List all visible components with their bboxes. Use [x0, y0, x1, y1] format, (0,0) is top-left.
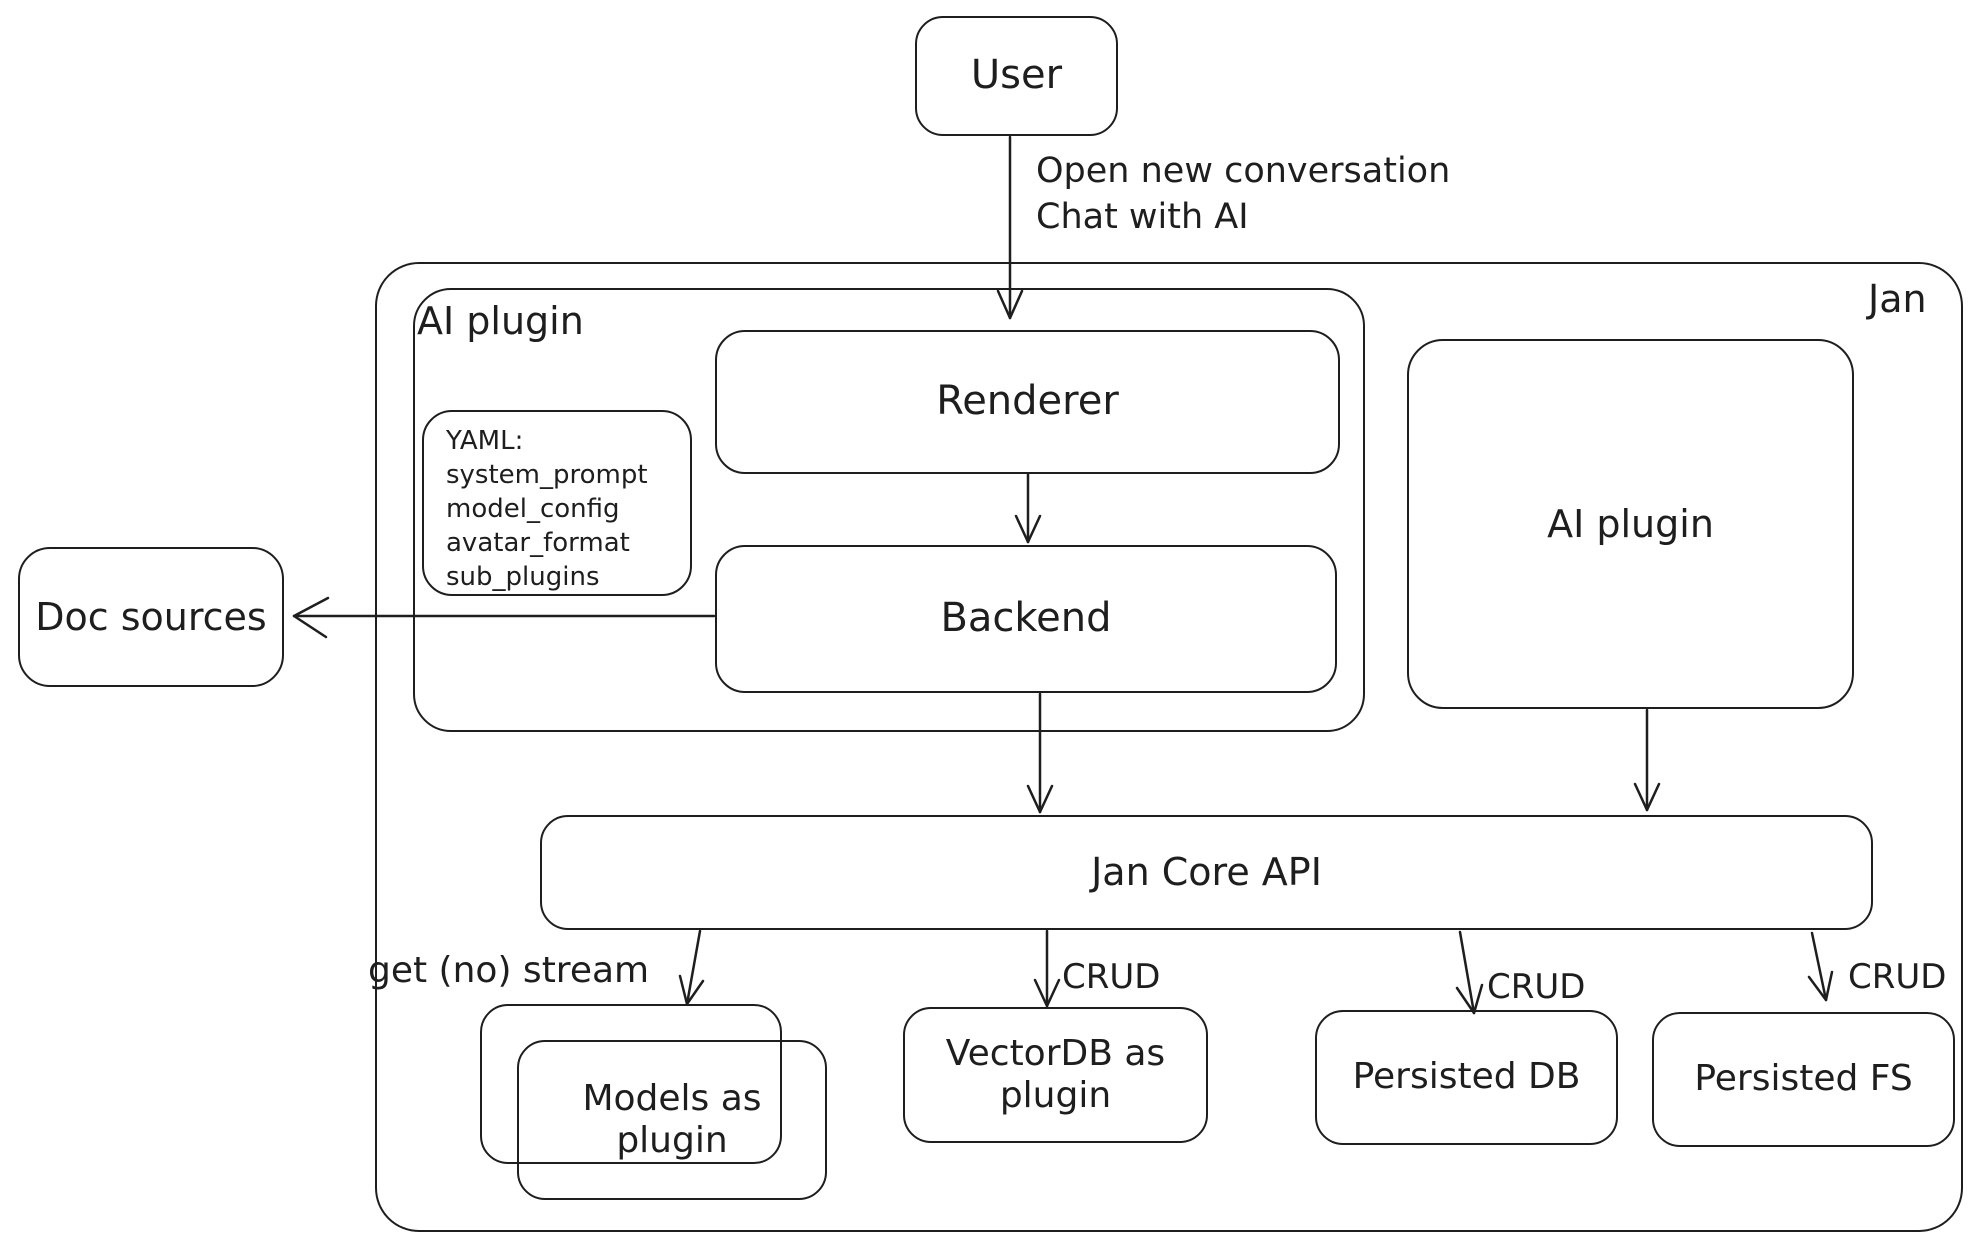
persisted-db-label: Persisted DB: [1352, 1056, 1581, 1098]
backend-node: Backend: [715, 545, 1337, 693]
edge-label-crud-vectordb: CRUD: [1062, 957, 1161, 997]
renderer-node: Renderer: [715, 330, 1340, 474]
yaml-note-line: sub_plugins: [446, 562, 600, 592]
edge-label-open-conversation: Open new conversation Chat with AI: [1036, 148, 1450, 240]
jan-core-api-node: Jan Core API: [540, 815, 1873, 930]
models-as-plugin-node: Models as plugin: [517, 1040, 827, 1200]
doc-sources-label: Doc sources: [35, 594, 267, 639]
jan-container: [375, 262, 1963, 1232]
yaml-note-line: system_prompt: [446, 460, 648, 490]
jan-core-api-label: Jan Core API: [1091, 850, 1322, 895]
vectordb-as-plugin-label: VectorDB as plugin: [945, 1032, 1166, 1116]
user-node: User: [915, 16, 1118, 136]
persisted-fs-label: Persisted FS: [1694, 1058, 1913, 1100]
yaml-note-line: avatar_format: [446, 528, 630, 558]
edge-label-open-conversation-line2: Chat with AI: [1036, 197, 1249, 237]
yaml-note: YAML: system_prompt model_config avatar_…: [422, 410, 692, 596]
persisted-db-node: Persisted DB: [1315, 1010, 1618, 1145]
models-as-plugin-label: Models as plugin: [582, 1077, 762, 1161]
models-as-plugin-back-box: [480, 1004, 782, 1164]
renderer-node-label: Renderer: [936, 378, 1119, 425]
edge-label-open-conversation-line1: Open new conversation: [1036, 151, 1451, 191]
jan-container-label: Jan: [1868, 277, 1927, 321]
yaml-note-line: YAML:: [446, 426, 524, 456]
ai-plugin-right-node: AI plugin: [1407, 339, 1854, 709]
user-node-label: User: [970, 52, 1063, 99]
vectordb-as-plugin-node: VectorDB as plugin: [903, 1007, 1208, 1143]
doc-sources-node: Doc sources: [18, 547, 284, 687]
edge-label-crud-persisted-db: CRUD: [1487, 967, 1586, 1007]
backend-node-label: Backend: [940, 595, 1112, 642]
ai-plugin-left-label: AI plugin: [417, 299, 584, 343]
edge-label-get-no-stream: get (no) stream: [368, 950, 650, 991]
edge-label-crud-persisted-fs: CRUD: [1848, 957, 1947, 997]
persisted-fs-node: Persisted FS: [1652, 1012, 1955, 1147]
ai-plugin-right-label: AI plugin: [1547, 501, 1714, 546]
yaml-note-line: model_config: [446, 494, 620, 524]
ai-plugin-left-container: [413, 288, 1365, 732]
